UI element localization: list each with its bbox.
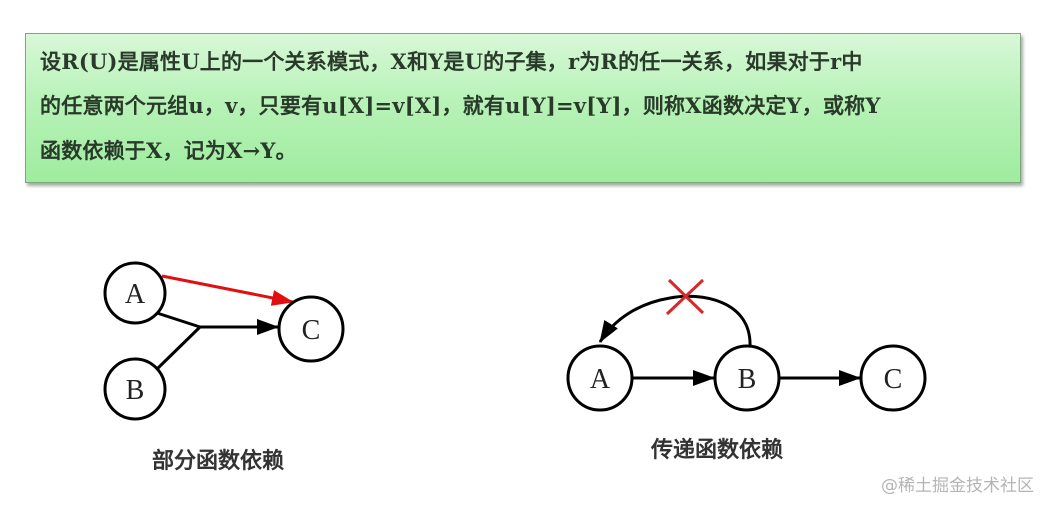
node-b (713, 344, 781, 412)
node-a (566, 344, 634, 412)
edge-b-junction (155, 325, 202, 371)
definition-line-2: 的任意两个元组u，v，只要有u[X]=v[X]，就有u[Y]=v[Y]，则称X函… (40, 93, 881, 118)
partial-dependency-diagram: A B C (103, 261, 345, 421)
partial-dependency-caption: 部分函数依赖 (152, 448, 285, 474)
node-b-label: B (738, 364, 757, 395)
edge-a-to-c-red-arrow (161, 274, 294, 306)
node-c (859, 344, 927, 412)
edge-a-junction (156, 311, 201, 329)
definition-line-3: 函数依赖于X，记为X→Y。 (40, 138, 297, 163)
node-b-label: B (126, 375, 145, 406)
node-c-label: C (884, 364, 903, 395)
transitive-dependency-diagram: A B C (566, 278, 927, 412)
watermark: @稀土掘金技术社区 (881, 476, 1034, 496)
definition-box: 设R(U)是属性U上的一个关系模式，X和Y是U的子集，r为R的任一关系，如果对于… (25, 33, 1021, 183)
definition-line-1: 设R(U)是属性U上的一个关系模式，X和Y是U的子集，r为R的任一关系，如果对于… (40, 49, 863, 74)
node-a (103, 261, 167, 325)
node-b (103, 357, 167, 421)
node-c (277, 295, 345, 363)
node-c-label: C (302, 315, 321, 346)
node-a-label: A (125, 279, 146, 310)
edge-b-to-a-curved-arrow (598, 294, 752, 348)
cross-mark-icon (665, 278, 705, 316)
node-a-label: A (590, 364, 611, 395)
transitive-dependency-caption: 传递函数依赖 (651, 437, 784, 463)
